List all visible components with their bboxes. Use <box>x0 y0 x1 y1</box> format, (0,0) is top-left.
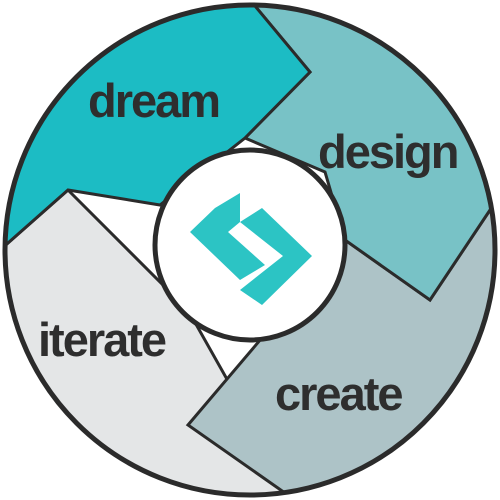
center-hub <box>152 147 348 343</box>
logo-mark <box>190 193 312 305</box>
label-design: design <box>318 125 457 178</box>
logo-chevron-left <box>190 193 265 280</box>
label-create: create <box>275 367 402 420</box>
label-iterate: iterate <box>38 313 166 366</box>
logo-chevron-right <box>240 208 312 305</box>
label-dream: dream <box>88 74 219 127</box>
